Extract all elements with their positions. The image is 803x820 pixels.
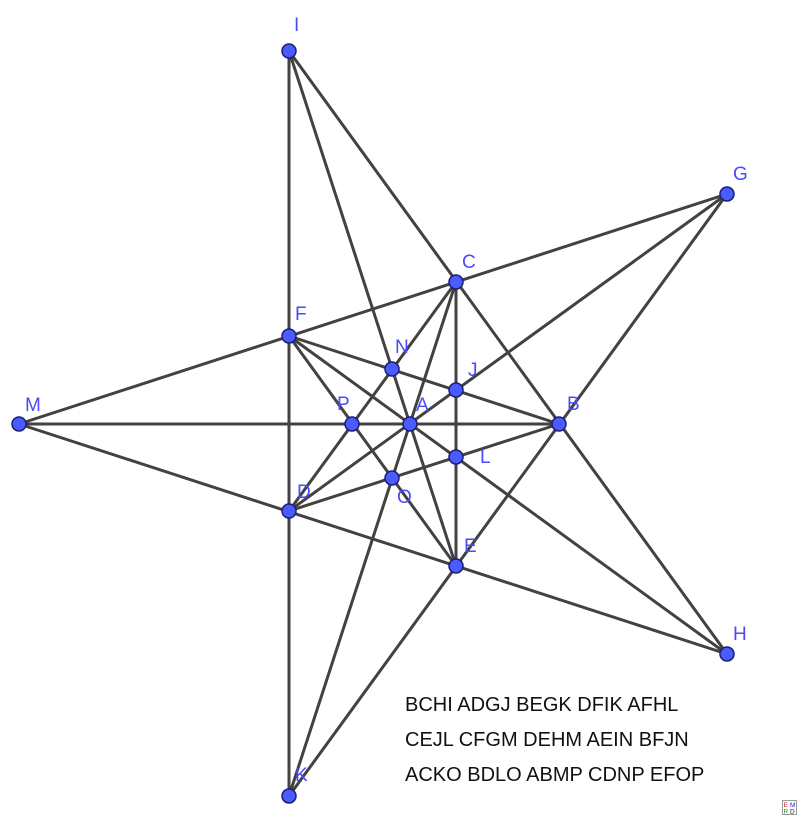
point-label-j: J bbox=[468, 360, 478, 381]
point-a[interactable] bbox=[402, 416, 418, 432]
geogebra-logo-icon: E M R D bbox=[782, 800, 797, 815]
point-f[interactable] bbox=[281, 328, 297, 344]
line-acko bbox=[287, 280, 458, 798]
line-bdlo bbox=[287, 422, 561, 513]
point-label-n: N bbox=[395, 337, 409, 358]
point-label-f: F bbox=[295, 304, 307, 325]
collinear-sets-caption: BCHI ADGJ BEGK DFIK AFHL CEJL CFGM DEHM … bbox=[405, 688, 704, 793]
point-label-b: B bbox=[567, 394, 580, 415]
point-label-d: D bbox=[297, 482, 311, 503]
point-l[interactable] bbox=[448, 449, 464, 465]
line-efop bbox=[287, 334, 458, 568]
line-afhl bbox=[287, 334, 729, 656]
caption-row-3: ACKO BDLO ABMP CDNP EFOP bbox=[405, 764, 705, 786]
line-segments bbox=[17, 49, 729, 798]
point-labels: A B C D E F G H I J K L M N O P bbox=[25, 15, 748, 786]
point-label-a: A bbox=[416, 395, 429, 416]
point-g[interactable] bbox=[719, 186, 735, 202]
point-o[interactable] bbox=[384, 470, 400, 486]
point-label-c: C bbox=[462, 252, 476, 273]
line-aein bbox=[287, 49, 458, 568]
caption-row-2: CEJL CFGM DEHM AEIN BFJN bbox=[405, 729, 689, 751]
svg-text:M: M bbox=[790, 802, 795, 809]
point-label-g: G bbox=[733, 164, 748, 185]
point-c[interactable] bbox=[448, 274, 464, 290]
point-label-k: K bbox=[295, 765, 308, 786]
point-label-p: P bbox=[337, 394, 350, 415]
svg-text:D: D bbox=[790, 809, 795, 816]
point-label-h: H bbox=[733, 624, 747, 645]
svg-text:R: R bbox=[784, 809, 789, 816]
point-b[interactable] bbox=[551, 416, 567, 432]
caption-row-1: BCHI ADGJ BEGK DFIK AFHL bbox=[405, 694, 679, 716]
point-label-l: L bbox=[480, 447, 491, 468]
point-d[interactable] bbox=[281, 503, 297, 519]
point-label-o: O bbox=[397, 487, 412, 508]
point-j[interactable] bbox=[448, 382, 464, 398]
line-cdnp bbox=[287, 280, 458, 513]
point-p[interactable] bbox=[344, 416, 360, 432]
point-label-m: M bbox=[25, 395, 41, 416]
point-m[interactable] bbox=[11, 416, 27, 432]
svg-text:E: E bbox=[784, 802, 789, 809]
points-layer[interactable] bbox=[11, 43, 735, 804]
point-h[interactable] bbox=[719, 646, 735, 662]
point-n[interactable] bbox=[384, 361, 400, 377]
point-k[interactable] bbox=[281, 788, 297, 804]
point-i[interactable] bbox=[281, 43, 297, 59]
line-adgj bbox=[287, 192, 729, 513]
point-e[interactable] bbox=[448, 558, 464, 574]
point-label-e: E bbox=[464, 536, 477, 557]
point-label-i: I bbox=[294, 15, 299, 36]
